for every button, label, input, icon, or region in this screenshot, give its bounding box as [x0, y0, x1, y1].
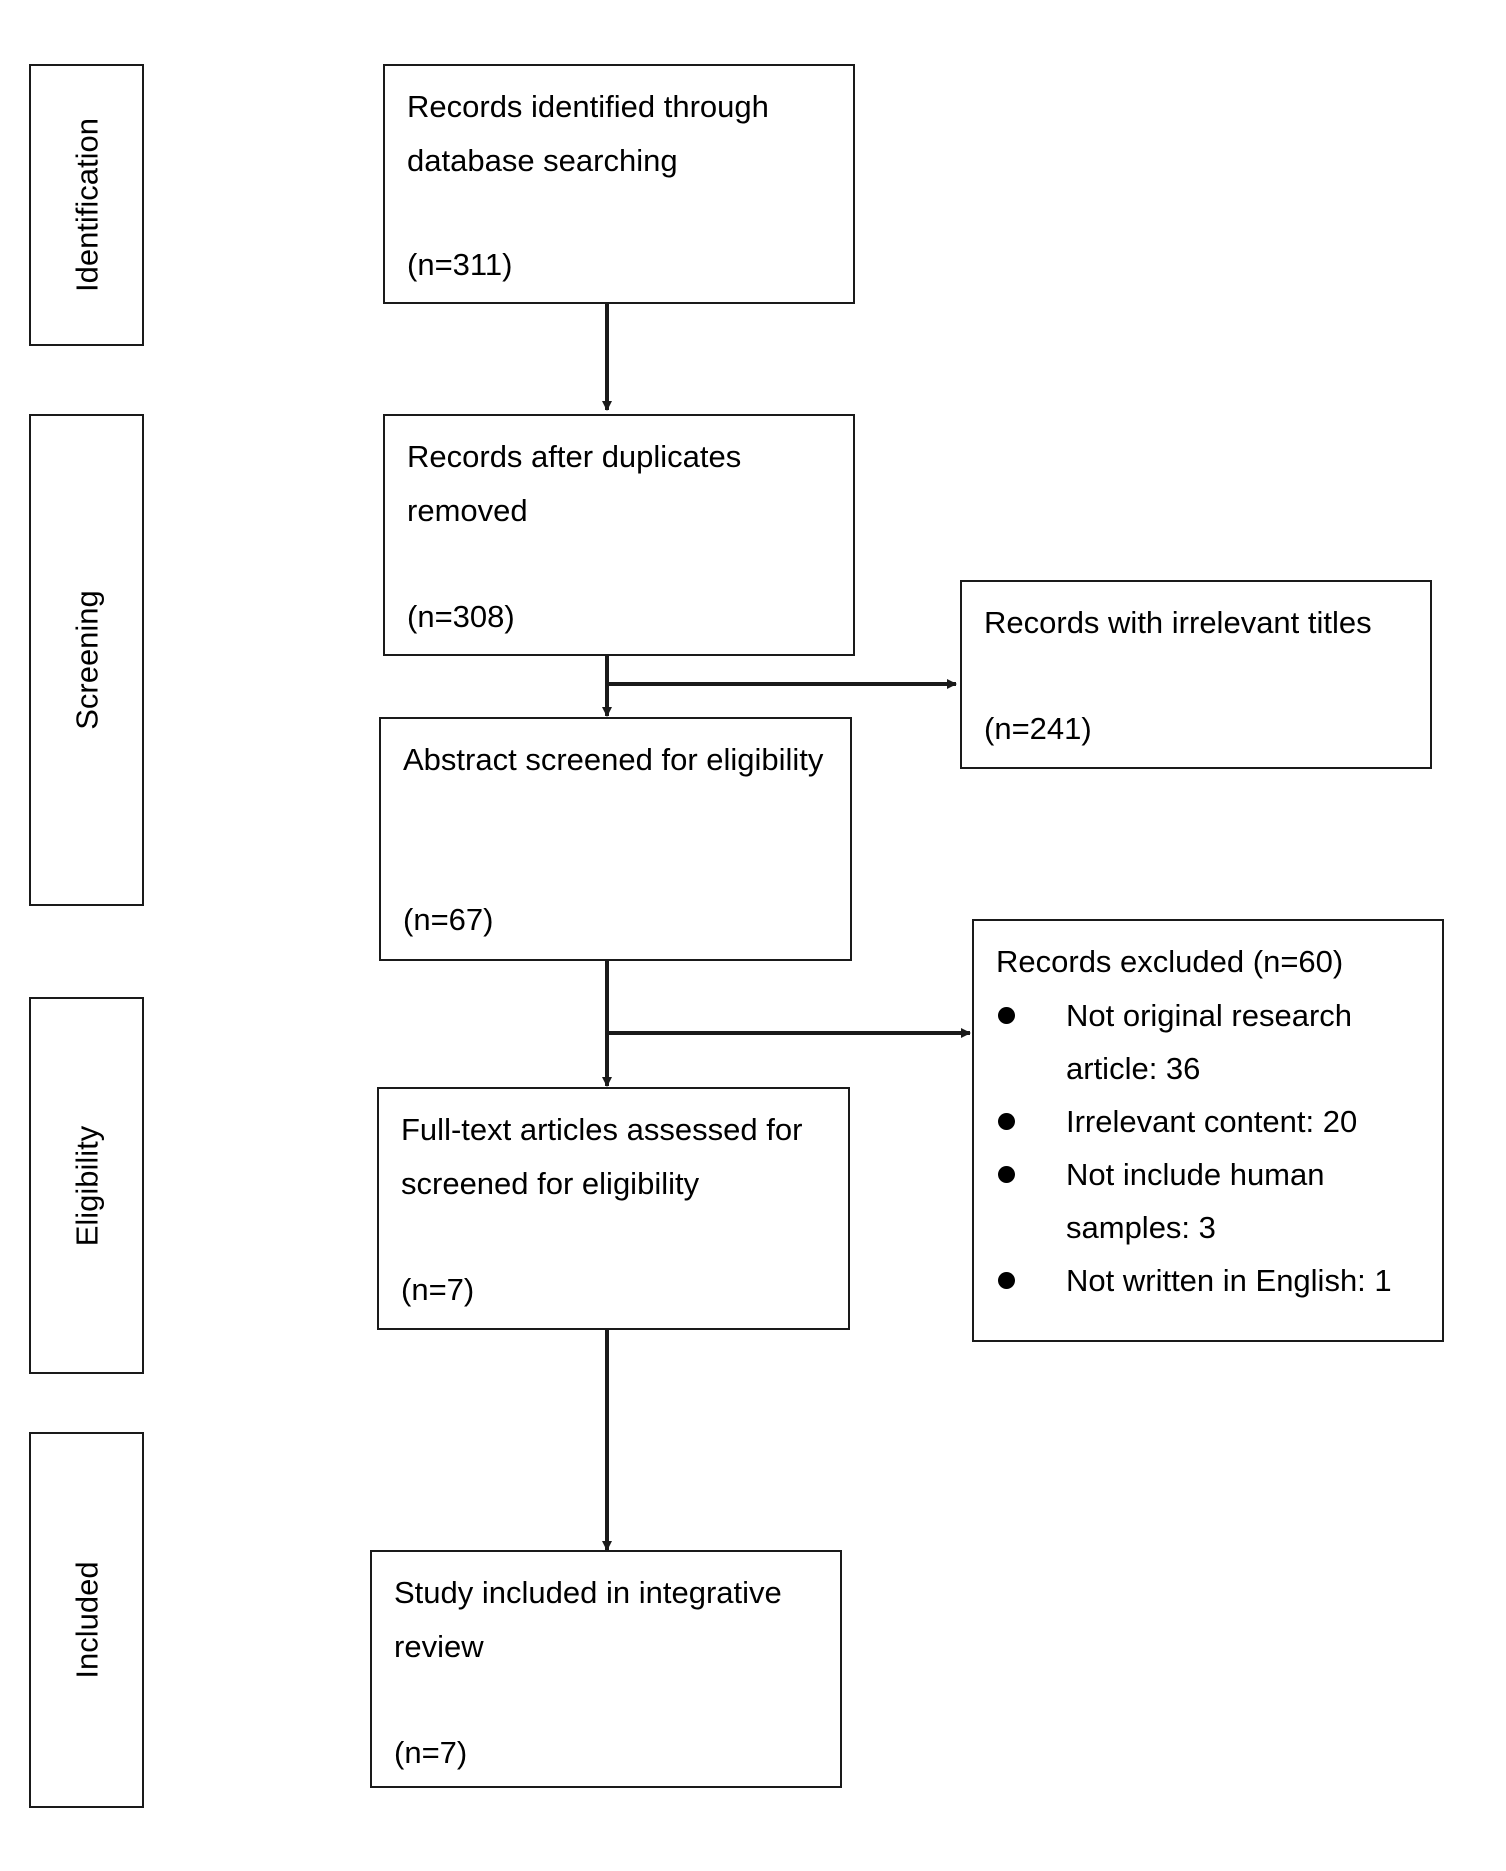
- stage-included: Included: [29, 1432, 144, 1808]
- stage-screening-label: Screening: [69, 590, 104, 730]
- exclusion-reason-text: Irrelevant content: 20: [1066, 1104, 1358, 1139]
- box-fulltext-assessed-text: Full-text articles assessed for screened…: [401, 1112, 803, 1201]
- stage-included-label: Included: [69, 1561, 104, 1679]
- box-abstract-screened: Abstract screened for eligibility (n=67): [379, 717, 852, 961]
- box-records-identified-text: Records identified through database sear…: [407, 89, 769, 178]
- box-records-excluded-title: Records excluded (n=60): [996, 944, 1344, 979]
- box-irrelevant-titles-text: Records with irrelevant titles: [984, 605, 1372, 640]
- stage-eligibility-label: Eligibility: [69, 1125, 104, 1246]
- box-records-deduplicated-count: (n=308): [407, 599, 515, 634]
- stage-eligibility: Eligibility: [29, 997, 144, 1374]
- box-fulltext-assessed-count: (n=7): [401, 1272, 475, 1307]
- bullet-icon: [998, 1166, 1015, 1183]
- exclusion-reason-item: Irrelevant content: 20: [996, 1095, 1432, 1148]
- exclusion-reasons-list: Not original research article: 36 Irrele…: [996, 989, 1432, 1307]
- bullet-icon: [998, 1113, 1015, 1130]
- box-records-identified-count: (n=311): [407, 247, 513, 282]
- box-fulltext-assessed: Full-text articles assessed for screened…: [377, 1087, 850, 1330]
- box-records-deduplicated: Records after duplicates removed (n=308): [383, 414, 855, 656]
- exclusion-reason-text: Not include human samples: 3: [1066, 1157, 1325, 1245]
- box-records-deduplicated-text: Records after duplicates removed: [407, 439, 742, 528]
- exclusion-reason-text: Not written in English: 1: [1066, 1263, 1392, 1298]
- exclusion-reason-item: Not include human samples: 3: [996, 1148, 1432, 1254]
- exclusion-reason-text: Not original research article: 36: [1066, 998, 1353, 1086]
- box-records-excluded: Records excluded (n=60) Not original res…: [972, 919, 1444, 1342]
- box-studies-included-count: (n=7): [394, 1735, 468, 1770]
- stage-identification: Identification: [29, 64, 144, 346]
- box-abstract-screened-text: Abstract screened for eligibility: [403, 742, 824, 777]
- box-studies-included-text: Study included in integrative review: [394, 1575, 782, 1664]
- box-irrelevant-titles-count: (n=241): [984, 711, 1092, 746]
- box-irrelevant-titles: Records with irrelevant titles (n=241): [960, 580, 1432, 769]
- box-abstract-screened-count: (n=67): [403, 902, 494, 937]
- box-studies-included: Study included in integrative review (n=…: [370, 1550, 842, 1788]
- stage-identification-label: Identification: [69, 117, 104, 293]
- exclusion-reason-item: Not original research article: 36: [996, 989, 1432, 1095]
- stage-screening: Screening: [29, 414, 144, 906]
- exclusion-reason-item: Not written in English: 1: [996, 1254, 1432, 1307]
- bullet-icon: [998, 1007, 1015, 1024]
- bullet-icon: [998, 1272, 1015, 1289]
- box-records-identified: Records identified through database sear…: [383, 64, 855, 304]
